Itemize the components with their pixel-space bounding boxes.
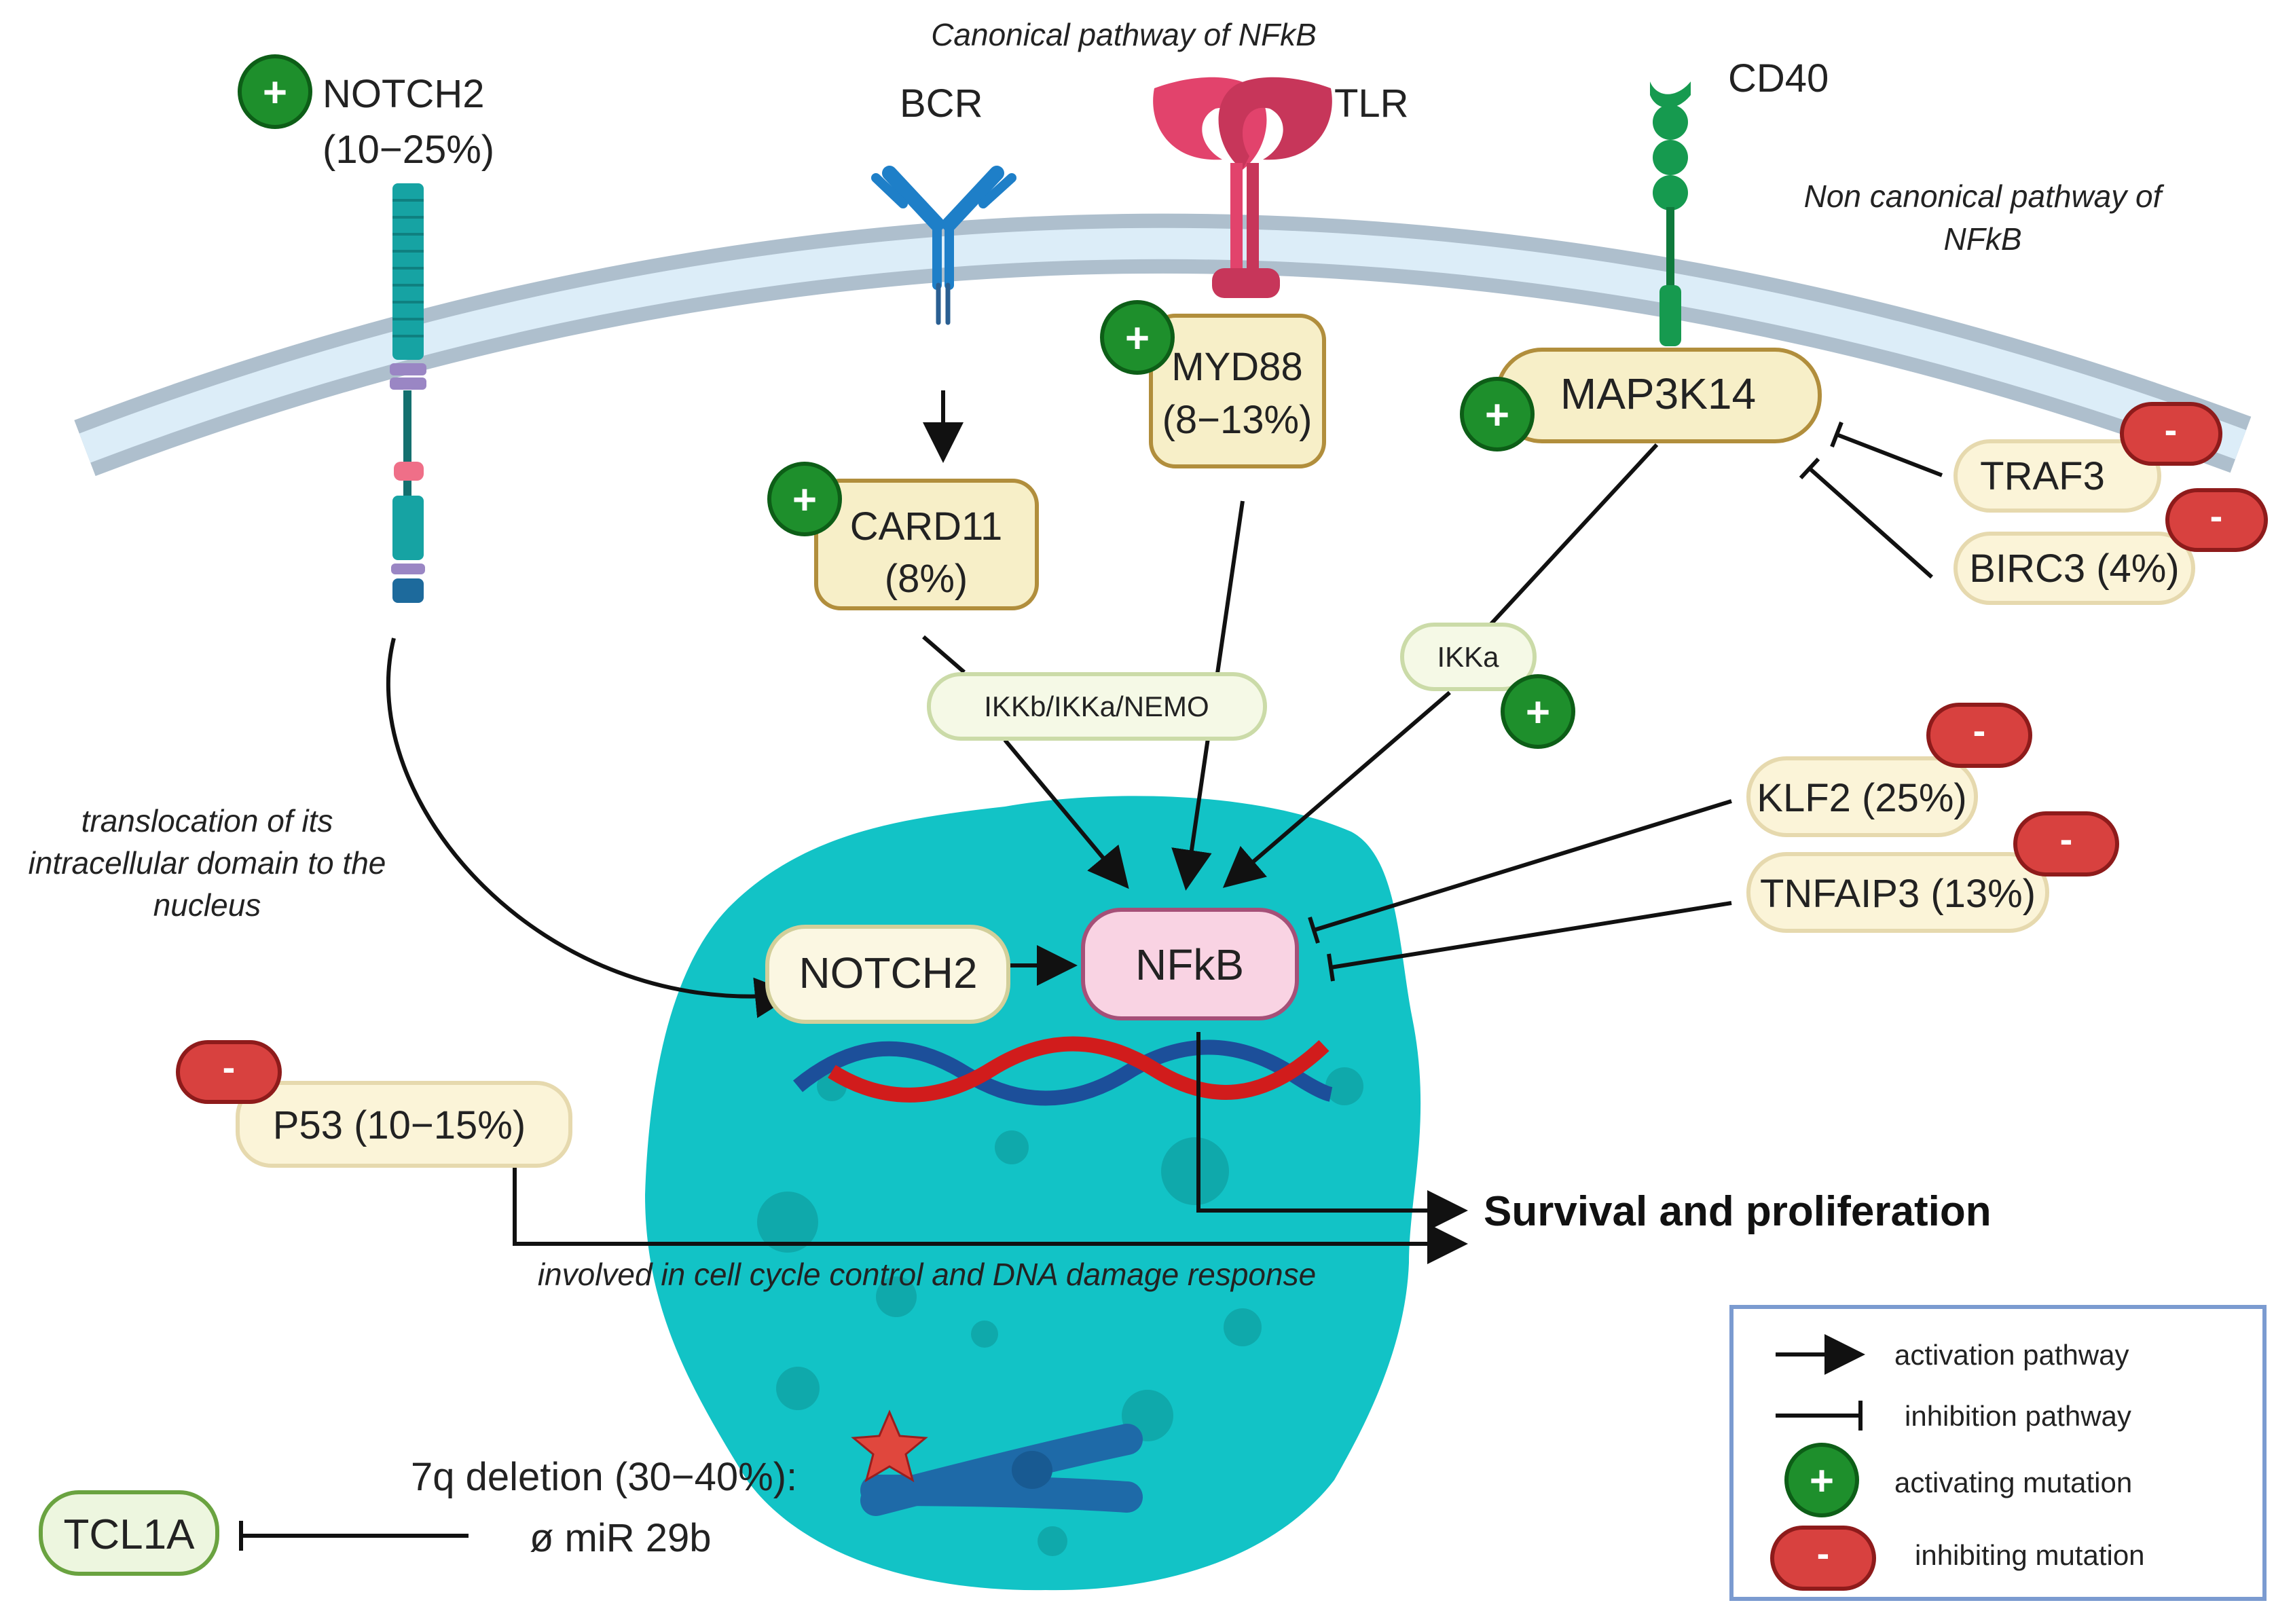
notch2-translocation-arrow [386, 638, 796, 1018]
svg-text:+: + [263, 69, 287, 116]
map3k14-box: MAP3K14 [1495, 348, 1822, 443]
svg-text:-: - [223, 1046, 236, 1088]
card11-box: CARD11 (8%) [814, 479, 1039, 610]
myd88-label: MYD88 [1171, 345, 1302, 389]
p53-label: P53 (10−15%) [273, 1103, 526, 1147]
chromosome-icon [851, 1409, 1143, 1516]
dna-helix [793, 1036, 1333, 1106]
legend-inhibition-label: inhibition pathway [1905, 1400, 2131, 1432]
noncanonical-pathway-label-line1: Non canonical pathway of [1804, 179, 2165, 214]
nfkb-box: NFkB [1081, 908, 1299, 1020]
ikk-to-nfkb-arrow [1003, 739, 1129, 889]
canonical-pathway-label: Canonical pathway of NFkB [931, 17, 1317, 52]
legend-activating-mutation-icon: + [1784, 1443, 1859, 1517]
activating-mutation-badge: + [1501, 674, 1575, 749]
survival-proliferation-label: Survival and proliferation [1484, 1188, 1992, 1235]
p53-role-label: involved in cell cycle control and DNA d… [538, 1257, 1316, 1292]
tcl1a-label: TCL1A [64, 1511, 196, 1558]
klf2-label: KLF2 (25%) [1757, 776, 1966, 820]
bcr-label: BCR [900, 81, 983, 126]
legend-inhibition-line-icon [1776, 1401, 1863, 1431]
ikka-label: IKKa [1437, 641, 1499, 673]
myd88-box: MYD88 (8−13%) [1149, 314, 1326, 468]
klf2-box: KLF2 (25%) [1746, 756, 1978, 837]
legend-inhibiting-mutation-icon: - [1770, 1526, 1876, 1591]
deletion-label-line1: 7q deletion (30−40%): [411, 1455, 797, 1499]
nfkb-label: NFkB [1135, 940, 1244, 989]
ikk-complex-label: IKKb/IKKa/NEMO [984, 690, 1209, 722]
card11-percent: (8%) [885, 557, 968, 601]
tnfaip3-inhibition-line [1327, 901, 1732, 982]
legend-activation-label: activation pathway [1894, 1339, 2129, 1371]
inhibiting-mutation-badge: - [1926, 703, 2032, 768]
translocation-label-line2: intracellular domain to the [29, 845, 386, 881]
activating-mutation-badge: + [238, 54, 312, 129]
inhibiting-mutation-badge: - [176, 1040, 282, 1104]
deletion-star-icon [851, 1409, 928, 1483]
birc3-label: BIRC3 (4%) [1969, 547, 2179, 591]
svg-text:+: + [1485, 392, 1509, 439]
svg-text:+: + [792, 477, 817, 523]
traf3-inhibition-line [1830, 421, 1943, 477]
svg-text:+: + [1810, 1458, 1834, 1505]
cd40-label: CD40 [1728, 56, 1829, 100]
notch2-nuclear-label: NOTCH2 [799, 948, 977, 997]
noncanonical-pathway-label-line2: NFkB [1944, 221, 2022, 257]
notch2-receptor-icon [390, 183, 426, 603]
activating-mutation-badge: + [767, 462, 842, 536]
cd40-receptor-icon [1650, 81, 1691, 346]
notch2-nuclear-box: NOTCH2 [765, 925, 1010, 1024]
tnfaip3-label: TNFAIP3 (13%) [1760, 872, 2036, 916]
p53-box: P53 (10−15%) [236, 1081, 572, 1168]
translocation-label-line3: nucleus [153, 887, 261, 923]
svg-text:-: - [1973, 709, 1986, 752]
ikka-to-nfkb-arrow [1222, 690, 1451, 888]
svg-text:-: - [2210, 494, 2223, 537]
legend: activation pathway inhibition pathway + … [1729, 1305, 2267, 1601]
ikk-complex-box: IKKb/IKKa/NEMO [927, 672, 1267, 741]
legend-inhibiting-mutation-label: inhibiting mutation [1915, 1539, 2145, 1571]
deletion-label-line2: ø miR 29b [530, 1516, 712, 1560]
inhibiting-mutation-badge: - [2165, 488, 2268, 552]
tnfaip3-box: TNFAIP3 (13%) [1746, 852, 2049, 933]
traf3-box: TRAF3 [1953, 439, 2161, 513]
svg-text:+: + [1526, 689, 1550, 736]
map3k14-label: MAP3K14 [1560, 369, 1756, 418]
card11-to-ikk-line [922, 635, 966, 674]
card11-label: CARD11 [850, 504, 1003, 549]
nfkb-to-survival-arrow [1196, 1032, 1468, 1231]
p53-to-survival-arrow [513, 1168, 1468, 1264]
svg-text:+: + [1125, 315, 1150, 362]
translocation-label-line1: translocation of its [81, 803, 333, 838]
inhibiting-mutation-badge: - [2013, 811, 2119, 876]
traf3-label: TRAF3 [1980, 454, 2105, 498]
birc3-box: BIRC3 (4%) [1953, 532, 2195, 605]
tcl1a-box: TCL1A [39, 1490, 219, 1576]
mir29b-tcl1a-inhibition-line [239, 1521, 469, 1551]
tlr-label: TLR [1334, 81, 1409, 126]
klf2-inhibition-line [1308, 799, 1732, 944]
ikka-box: IKKa [1400, 623, 1537, 691]
tlr-receptor-icon [1153, 77, 1332, 298]
legend-activating-mutation-label: activating mutation [1894, 1466, 2132, 1498]
inhibiting-mutation-badge: - [2120, 402, 2222, 466]
notch2-receptor-percent: (10−25%) [323, 128, 494, 172]
activating-mutation-badge: + [1460, 377, 1535, 451]
notch2-receptor-label: NOTCH2 [323, 72, 484, 116]
map3k14-to-ikka-line [1488, 443, 1659, 627]
myd88-percent: (8−13%) [1162, 398, 1313, 442]
svg-text:-: - [1817, 1532, 1830, 1574]
svg-text:-: - [2060, 817, 2073, 860]
svg-text:-: - [2165, 408, 2178, 451]
bcr-receptor-icon [871, 166, 1016, 325]
activating-mutation-badge: + [1100, 300, 1175, 375]
birc3-inhibition-line [1799, 457, 1933, 579]
